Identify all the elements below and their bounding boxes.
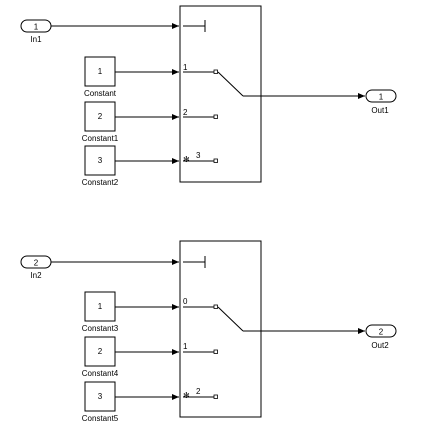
switch-top-port-label: 1 — [183, 63, 188, 72]
bottom-group: 2 In2 1 Constant3 2 Constant4 3 Constant… — [20, 240, 397, 423]
default-case-icon: ✻ — [183, 391, 190, 400]
switch-bottom-port-label: 0 — [183, 297, 188, 306]
outport-out2-number: 2 — [379, 328, 384, 337]
constant1-value: 2 — [98, 112, 103, 121]
multiport-switch-top[interactable]: 1 2 ✻ 3 — [179, 5, 262, 183]
constant2-value: 3 — [98, 156, 103, 165]
inport-in1[interactable]: 1 — [20, 19, 52, 33]
constant-value: 1 — [98, 67, 103, 76]
inport-in2-number: 2 — [34, 259, 39, 268]
constant1-block[interactable]: 2 — [84, 101, 116, 132]
outport-out1[interactable]: 1 — [365, 89, 397, 103]
constant4-value: 2 — [98, 347, 103, 356]
constant1-label: Constant1 — [82, 134, 119, 143]
multiport-switch-bottom[interactable]: 0 1 ✻ 2 — [179, 240, 262, 418]
switch-top-port-label: 3 — [196, 151, 201, 160]
constant3-value: 1 — [98, 302, 103, 311]
switch-arm — [217, 306, 244, 332]
constant2-block[interactable]: 3 — [84, 145, 116, 176]
outport-out2[interactable]: 2 — [365, 324, 397, 338]
constant5-value: 3 — [98, 392, 103, 401]
switch-top-port-label: 2 — [183, 108, 188, 117]
switch-bottom-port-label: 2 — [196, 387, 201, 396]
default-case-icon: ✻ — [183, 155, 190, 164]
constant3-block[interactable]: 1 — [84, 291, 116, 322]
constant5-block[interactable]: 3 — [84, 381, 116, 412]
constant-block[interactable]: 1 — [84, 56, 116, 87]
constant2-label: Constant2 — [82, 178, 119, 187]
constant5-label: Constant5 — [82, 414, 119, 423]
constant4-label: Constant4 — [82, 369, 119, 378]
outport-out1-label: Out1 — [371, 106, 389, 115]
constant-label: Constant — [84, 89, 117, 98]
switch-arm — [217, 71, 244, 97]
inport-in2-label: In2 — [30, 271, 42, 280]
outport-out2-label: Out2 — [371, 341, 389, 350]
constant4-block[interactable]: 2 — [84, 336, 116, 367]
inport-in2[interactable]: 2 — [20, 255, 52, 269]
constant3-label: Constant3 — [82, 324, 119, 333]
inport-in1-label: In1 — [30, 35, 42, 44]
switch-bottom-port-label: 1 — [183, 342, 188, 351]
outport-out1-number: 1 — [379, 93, 384, 102]
inport-in1-number: 1 — [34, 23, 39, 32]
top-group: 1 In1 1 Constant 2 Constant1 3 Constant2 — [20, 5, 397, 187]
